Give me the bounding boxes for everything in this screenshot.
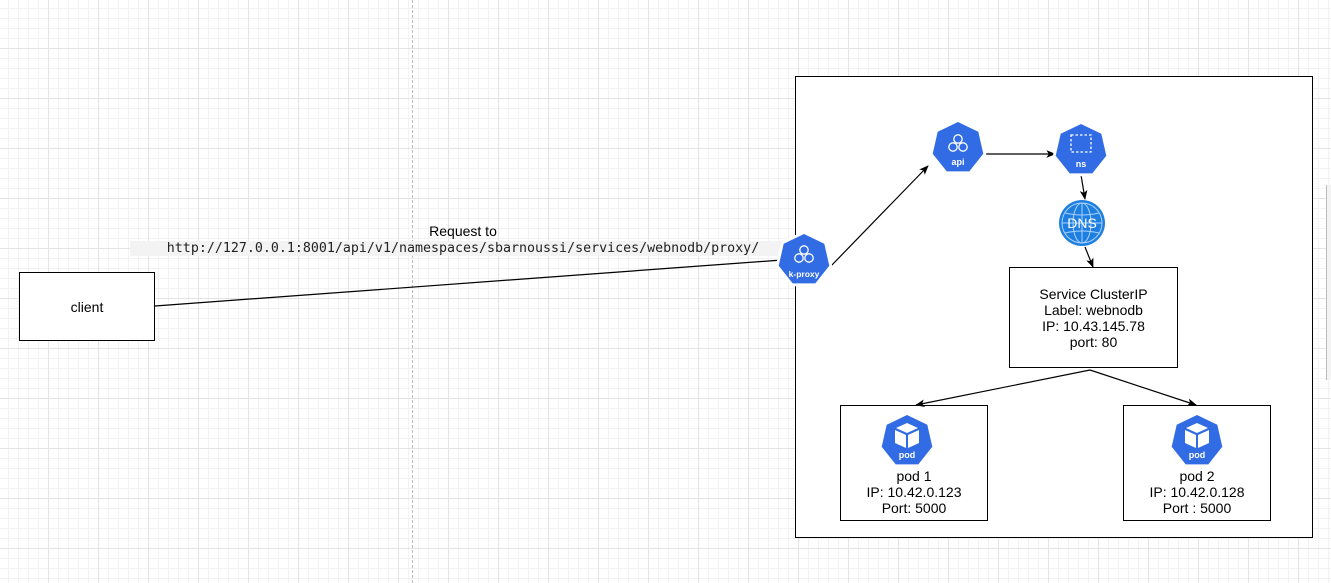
kproxy-icon-label: k-proxy [789,269,820,279]
service-label: Label: webnodb [1044,301,1143,318]
service-type: Service ClusterIP [1039,285,1148,302]
client-to-kproxy-connector[interactable] [154,259,783,307]
request-label: Request to [429,223,497,239]
pod-1-port: Port: 5000 [881,500,947,516]
service-ip: IP: 10.43.145.78 [1042,317,1145,334]
ns-to-dns-arrow[interactable] [1079,174,1088,200]
service-clusterip-node[interactable]: Service ClusterIP Label: webnodb IP: 10.… [1009,267,1178,368]
client-label: client [70,298,104,315]
pod-2-ip: IP: 10.42.0.128 [1149,484,1245,500]
pod-2-port: Port : 5000 [1162,500,1232,516]
canvas-scroll-edge [1326,185,1331,380]
pod-1-name: pod 1 [896,468,932,484]
page-boundary-guide [412,0,413,583]
service-to-pod2-arrow[interactable] [1089,369,1197,406]
pod-2-name: pod 2 [1179,468,1215,484]
api-server-icon[interactable]: api [929,118,987,175]
request-url: http://127.0.0.1:8001/api/v1/namespaces/… [130,241,796,256]
kube-proxy-icon[interactable]: k-proxy [775,230,833,287]
dns-globe-icon[interactable]: DNS [1059,200,1105,246]
dns-to-service-arrow[interactable] [1084,246,1094,268]
service-port: port: 80 [1069,333,1118,350]
dns-icon-label: DNS [1067,215,1097,231]
ns-icon-label: ns [1076,159,1087,169]
pod-1-icon-label: pod [899,450,916,460]
pod-1-icon[interactable]: pod [878,411,936,468]
client-node[interactable]: client [19,272,155,341]
service-to-pod1-arrow[interactable] [915,369,1091,408]
pod-2-icon-label: pod [1189,450,1206,460]
api-icon-label: api [951,157,964,167]
kproxy-to-api-arrow[interactable] [829,165,929,268]
namespace-icon[interactable]: ns [1052,120,1110,177]
pod-1-ip: IP: 10.42.0.123 [866,484,962,500]
pod-2-icon[interactable]: pod [1168,411,1226,468]
